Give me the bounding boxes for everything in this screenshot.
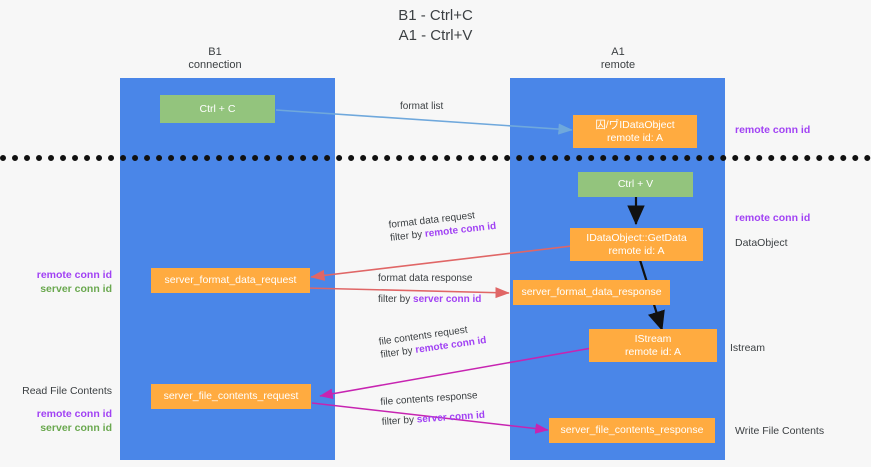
- annotation-right-istream: Istream: [730, 342, 766, 354]
- node-data-object-remote-id: remote id: A: [606, 131, 664, 144]
- edge-label-format-list: format list: [400, 100, 443, 113]
- edge-label-format-data-response-line2: filter by server conn id: [378, 293, 481, 306]
- node-data-object-remote-label: 囚/ヷIDataObject: [595, 118, 675, 131]
- arrow-format-data-response: [305, 287, 510, 299]
- arrow-format-data-request: [310, 244, 581, 281]
- node-server-file-contents-response[interactable]: server_file_contents_response: [549, 418, 715, 443]
- annotation-read-file-contents: Read File Contents remote conn id server…: [0, 384, 112, 435]
- node-istream-id: remote id: A: [624, 345, 682, 358]
- node-ctrl-c-label: Ctrl + C: [199, 102, 236, 115]
- annotation-read-file-contents-heading: Read File Contents: [22, 385, 112, 397]
- node-server-file-contents-request[interactable]: server_file_contents_request: [151, 384, 311, 409]
- phase-divider: [0, 155, 871, 161]
- annotation-right-data-object: DataObject: [735, 237, 788, 249]
- arrow-file-contents-response: [311, 402, 549, 434]
- node-istream-label: IStream: [634, 332, 672, 345]
- node-ctrl-c[interactable]: Ctrl + C: [160, 95, 275, 123]
- annotation-right-write-file-contents: Write File Contents: [735, 425, 825, 437]
- diagram-title: B1 - Ctrl+C A1 - Ctrl+V: [398, 7, 473, 44]
- edge-label-format-list-line1: format list: [400, 101, 444, 112]
- node-ctrl-v[interactable]: Ctrl + V: [578, 172, 693, 197]
- edge-prefix: filter by: [378, 294, 414, 305]
- edge-label-format-data-response: format data response filter by server co…: [378, 272, 481, 306]
- node-server-file-contents-request-label: server_file_contents_request: [163, 390, 299, 402]
- lane-header-b1: B1 connection: [188, 46, 242, 71]
- annotation-left-conn-ids-format: remote conn id server conn id: [0, 268, 112, 296]
- node-idataobject-getdata-label: IDataObject::GetData: [586, 231, 687, 244]
- annotation-remote-conn-id: remote conn id: [36, 408, 112, 420]
- edge-prefix: filter by: [381, 414, 418, 428]
- node-server-file-contents-response-label: server_file_contents_response: [560, 424, 704, 436]
- node-server-format-data-response[interactable]: server_format_data_response: [513, 280, 670, 305]
- edge-label-format-data-response-line1: format data response: [378, 273, 473, 284]
- node-server-format-data-request[interactable]: server_format_data_request: [151, 268, 310, 293]
- node-idataobject-getdata-id: remote id: A: [608, 244, 665, 257]
- node-ctrl-v-label: Ctrl + V: [617, 178, 654, 190]
- annotation-server-conn-id: server conn id: [40, 283, 112, 295]
- annotation-right-remote-conn-id-top: remote conn id: [735, 124, 811, 136]
- edge-accent: server conn id: [413, 294, 482, 305]
- annotation-server-conn-id: server conn id: [40, 422, 112, 434]
- arrow-format-list: [275, 109, 573, 135]
- node-data-object-remote[interactable]: 囚/ヷIDataObject remote id: A: [573, 115, 697, 148]
- lane-header-a1: A1 remote: [600, 46, 636, 71]
- node-server-format-data-response-label: server_format_data_response: [521, 286, 662, 298]
- annotation-right-remote-conn-id-middle: remote conn id: [735, 212, 811, 224]
- annotation-remote-conn-id: remote conn id: [36, 269, 112, 281]
- node-idataobject-getdata[interactable]: IDataObject::GetData remote id: A: [570, 228, 703, 261]
- node-server-format-data-request-label: server_format_data_request: [164, 274, 297, 286]
- node-istream[interactable]: IStream remote id: A: [589, 329, 717, 362]
- arrow-file-contents-request: [319, 347, 593, 399]
